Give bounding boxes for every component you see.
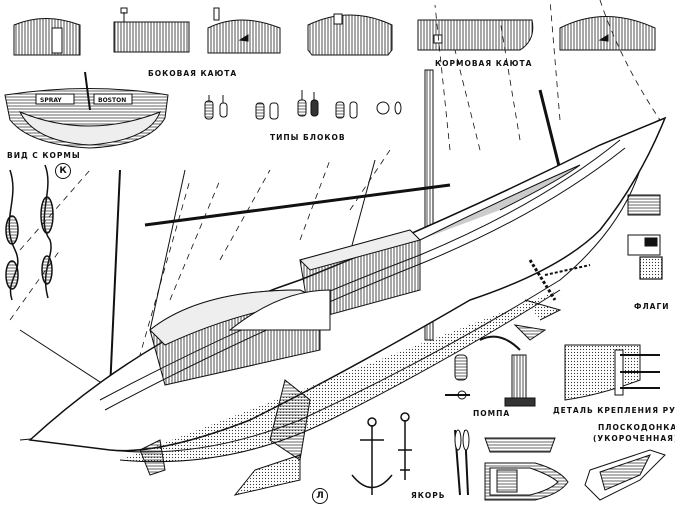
stern-port-plate: BOSTON [98, 97, 126, 104]
dinghy [484, 437, 666, 501]
label-rudder-detail: ДЕТАЛЬ КРЕПЛЕНИЯ РУЛЯ [553, 406, 675, 415]
fittings [513, 259, 591, 341]
label-dinghy: ПЛОСКОДОНКА [598, 423, 675, 432]
label-stern-view: ВИД С КОРМЫ [7, 151, 81, 160]
pump [445, 335, 536, 407]
stern-view [4, 71, 169, 149]
rigging-details [5, 164, 54, 301]
label-anchor: ЯКОРЬ [411, 491, 446, 500]
block-types [204, 90, 402, 120]
label-dinghy-shortened: (УКОРОЧЕННАЯ) [593, 434, 675, 443]
label-stern-cabin: КОРМОВАЯ КАЮТА [435, 59, 533, 68]
label-pump: ПОМПА [473, 409, 511, 418]
hull [28, 116, 667, 463]
stern-name-plate: SPRAY [40, 97, 62, 104]
label-flags: ФЛАГИ [634, 302, 670, 311]
label-block-types: ТИПЫ БЛОКОВ [270, 133, 346, 142]
callout-k: К [55, 163, 71, 179]
anchors [351, 412, 412, 495]
oars [454, 429, 470, 496]
cabin-views [13, 7, 656, 56]
callout-l: Л [312, 488, 328, 504]
flags [627, 194, 663, 280]
rudder-detail [564, 344, 660, 401]
label-side-cabin: БОКОВАЯ КАЮТА [148, 69, 238, 78]
keel-rudder [139, 379, 311, 496]
